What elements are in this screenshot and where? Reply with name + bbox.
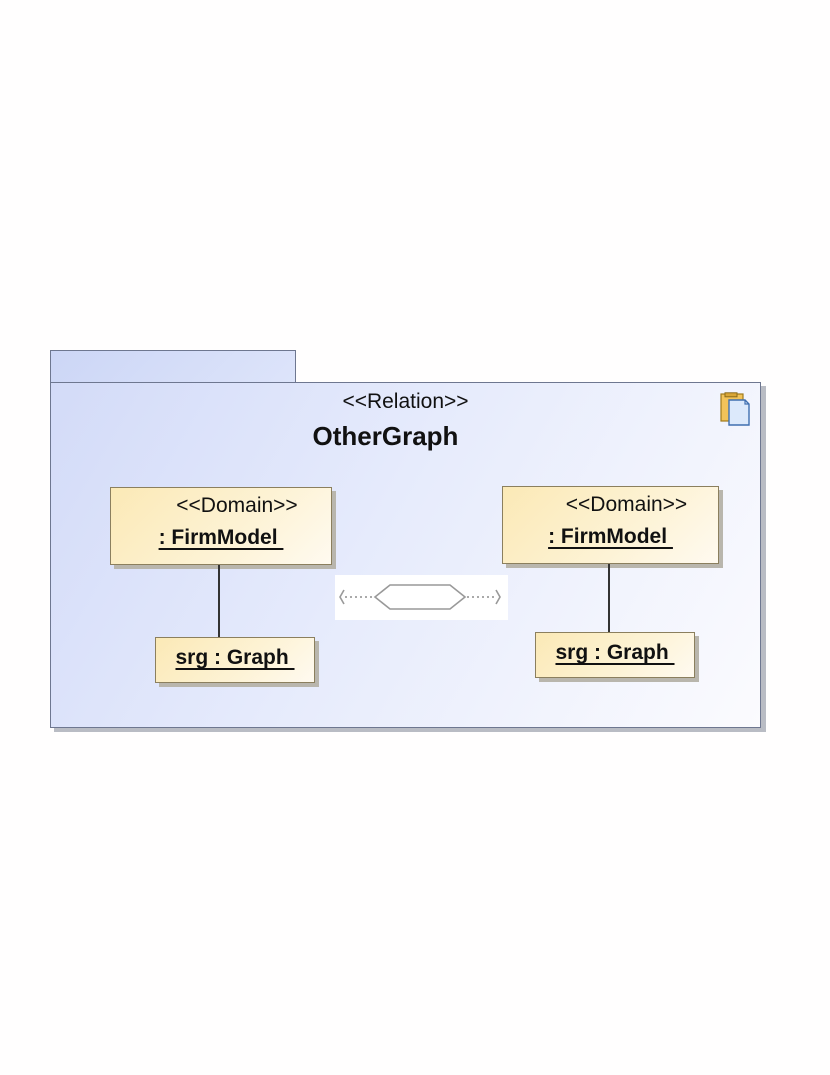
variable-box-right[interactable]: srg : Graph [535, 632, 695, 678]
domain-type-label: : FirmModel [158, 526, 284, 549]
domain-box-right[interactable]: <<Domain>> : FirmModel [502, 486, 719, 564]
relation-stereotype: <<Relation>> [342, 390, 469, 413]
domain-link-line-right [608, 564, 610, 633]
relation-name: OtherGraph [312, 421, 459, 451]
domain-stereotype: <<Domain>> [565, 493, 688, 516]
domain-type-label: : FirmModel [548, 525, 673, 548]
relation-connector[interactable] [335, 575, 508, 620]
domain-box-left[interactable]: <<Domain>> : FirmModel [110, 487, 332, 565]
variable-label: srg : Graph [175, 646, 295, 669]
variable-box-left[interactable]: srg : Graph [155, 637, 315, 683]
domain-stereotype: <<Domain>> [176, 494, 298, 517]
package-tab [50, 350, 296, 382]
diagram-document-icon[interactable] [718, 392, 752, 426]
hexagon-relation-icon [339, 584, 501, 610]
variable-label: srg : Graph [555, 641, 675, 664]
domain-link-line-left [218, 565, 220, 638]
